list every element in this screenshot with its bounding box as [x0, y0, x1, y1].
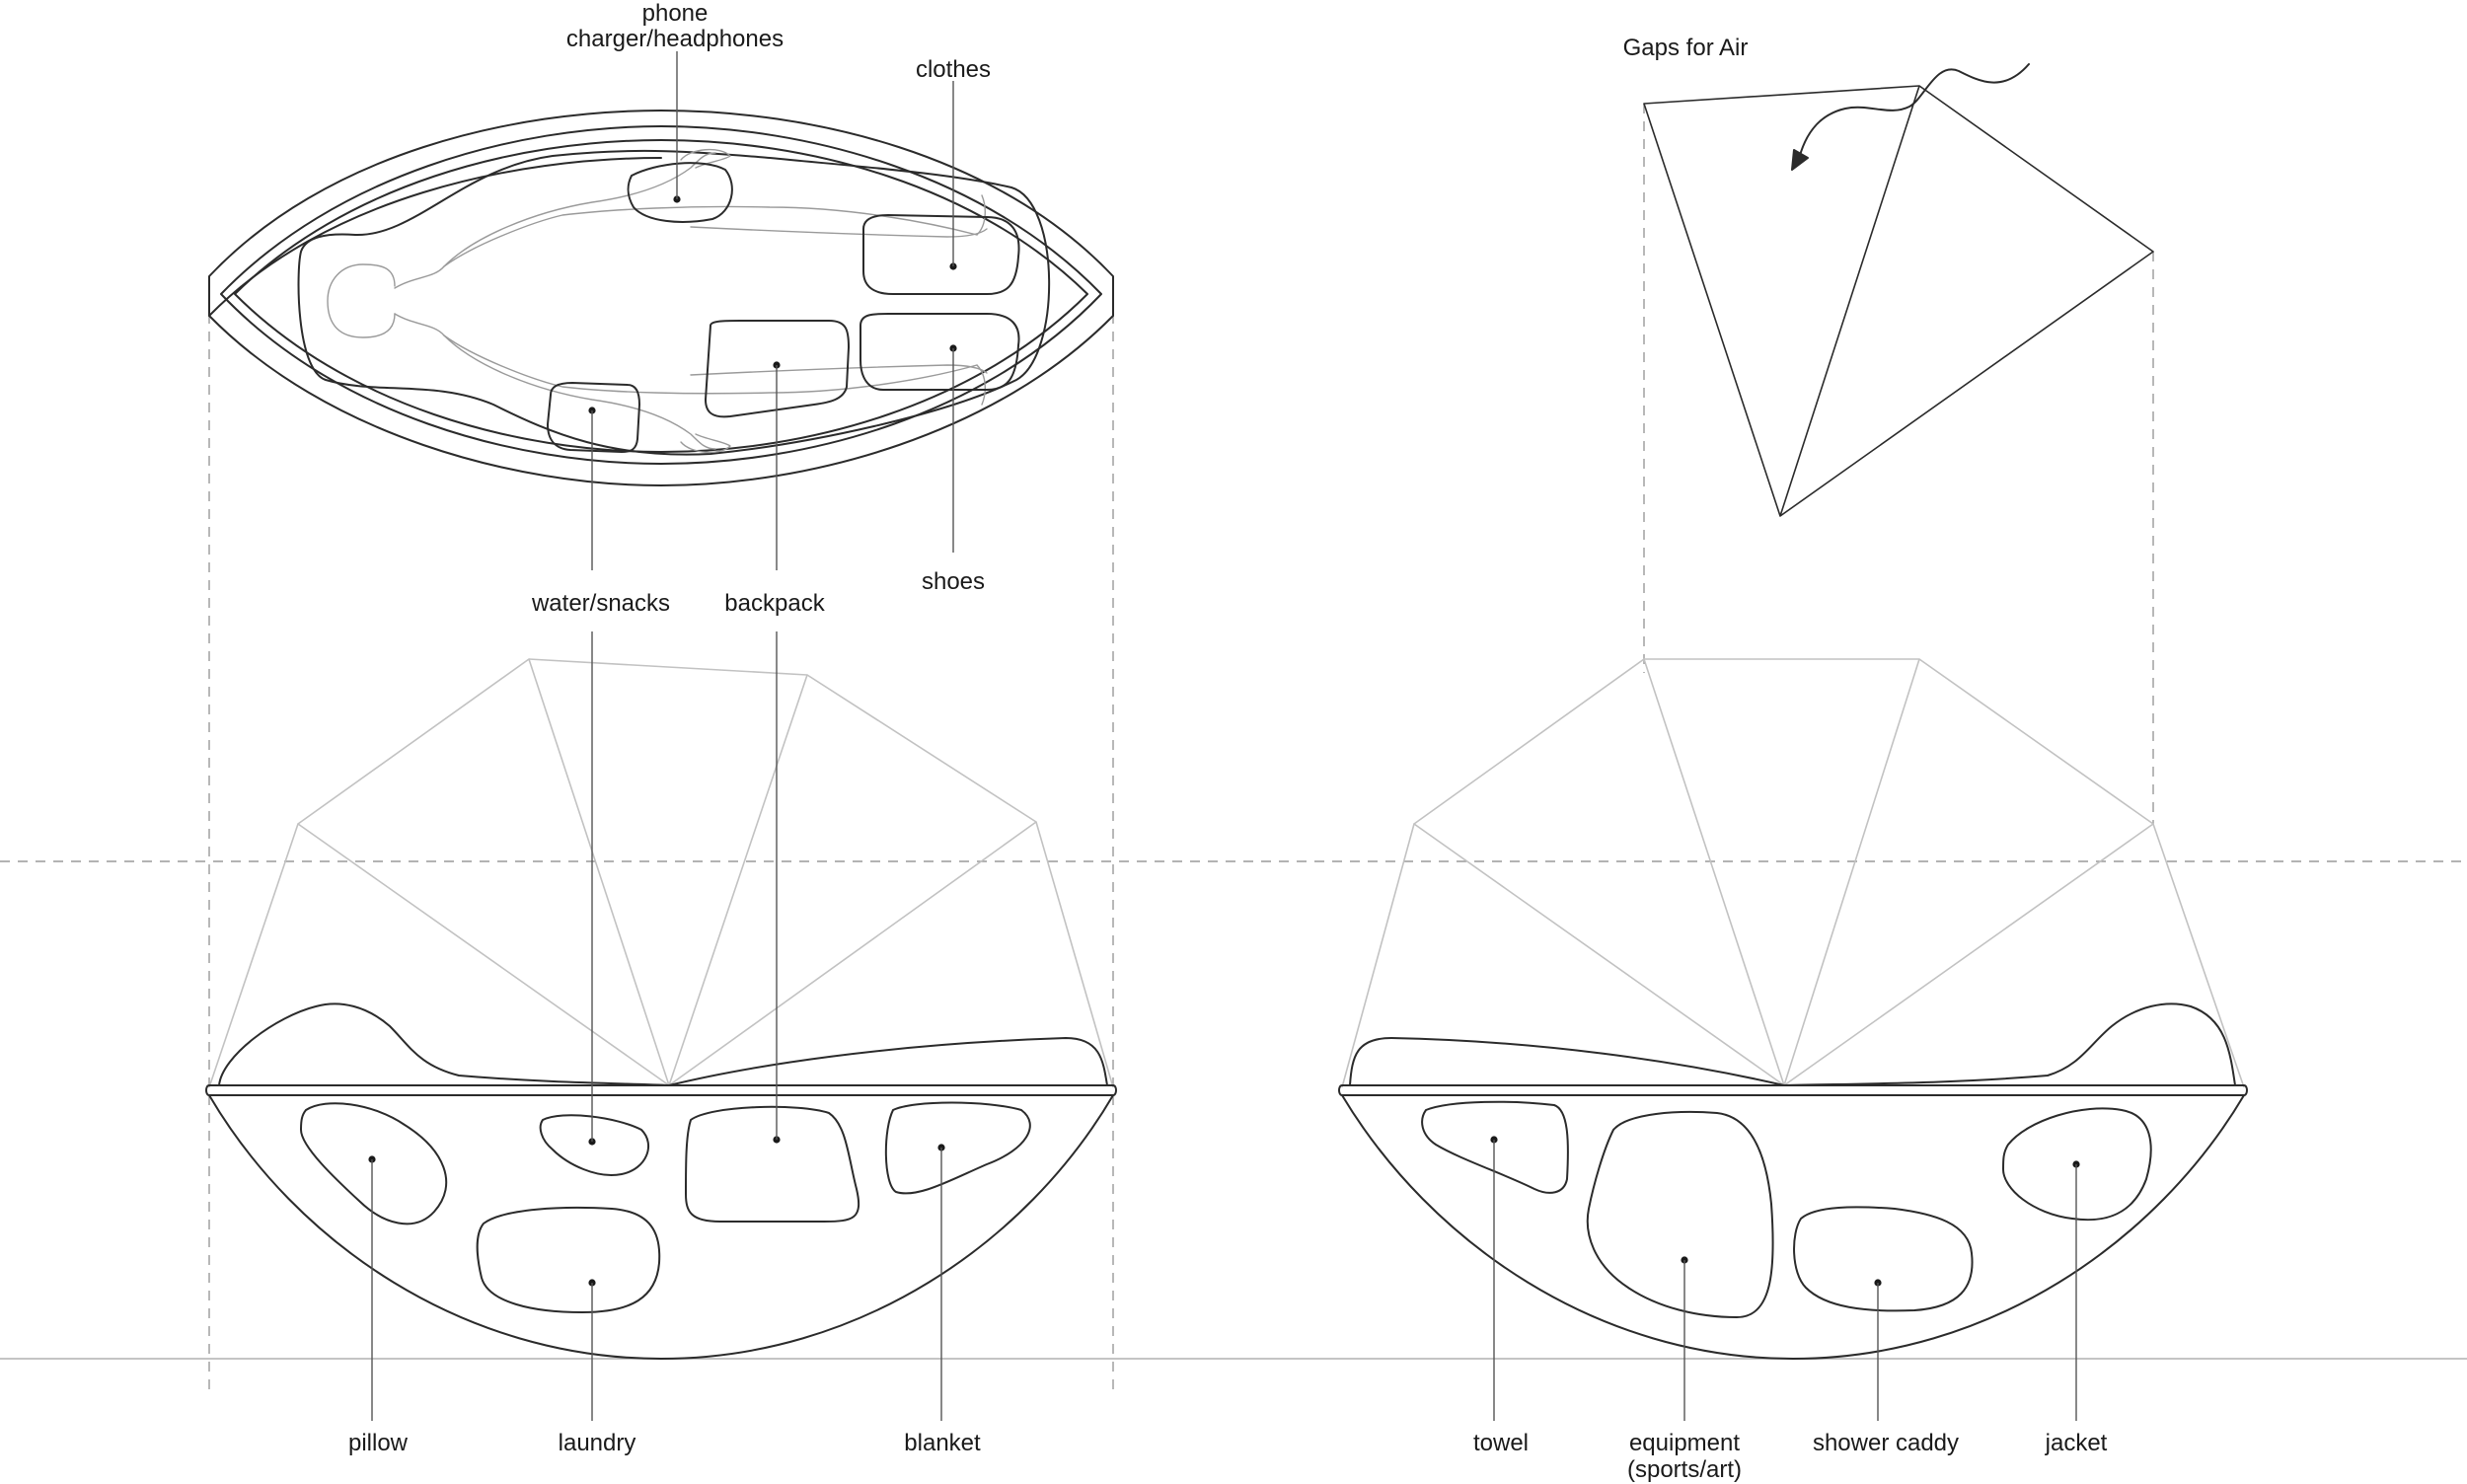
pod-inner-rim [220, 125, 1102, 465]
label-charger-headphones: charger/headphones [566, 26, 784, 52]
label-shoes: shoes [922, 568, 985, 595]
label-gaps-for-air: Gaps for Air [1623, 35, 1749, 61]
backpack-compartment [705, 320, 850, 418]
pod-rim-line [208, 157, 662, 317]
label-jacket: jacket [2045, 1430, 2108, 1456]
equipment-compartment [1586, 1111, 1774, 1318]
lid-panel-fold [1779, 85, 1920, 517]
airflow-arrowhead [1791, 149, 1809, 171]
label-pillow: pillow [348, 1430, 409, 1456]
water-snacks-front-compartment [539, 1114, 650, 1176]
pod-bowl-right [1341, 1094, 2245, 1360]
clothes-compartment [862, 214, 1020, 295]
person-leg-bottom [690, 364, 988, 376]
lid-panel-outline [1643, 85, 2154, 517]
phone-compartment [627, 162, 733, 223]
label-equipment: equipment [1629, 1430, 1740, 1456]
person-head [327, 263, 396, 338]
pod-lid-rim-right [1338, 1084, 2248, 1096]
label-equipment-sub: (sports/art) [1627, 1456, 1742, 1483]
lid-panel-view [1643, 63, 2154, 517]
water-snacks-compartment [547, 382, 640, 453]
airflow-arrow [1797, 63, 2030, 164]
label-shower-caddy: shower caddy [1813, 1430, 1959, 1456]
shoes-compartment [860, 313, 1020, 391]
label-towel: towel [1473, 1430, 1529, 1456]
lid-fan-right [1341, 658, 2245, 1088]
label-laundry: laundry [559, 1430, 636, 1456]
shower-caddy-compartment [1793, 1206, 1974, 1312]
lid-fan-left [208, 658, 1114, 1088]
pod-front-view-right [1338, 658, 2248, 1360]
label-backpack: backpack [724, 590, 825, 617]
person-arm-bottom [443, 334, 716, 450]
label-water-snacks: water/snacks [531, 590, 670, 617]
person-hand-bottom [680, 433, 731, 453]
person-arm-top [443, 152, 716, 267]
label-blanket: blanket [904, 1430, 981, 1456]
label-phone: phone [642, 0, 709, 27]
person-feet [976, 194, 986, 406]
person-leg-top [690, 226, 988, 238]
person-figure [327, 149, 988, 453]
pod-top-view [208, 110, 1114, 486]
pod-bowl-left [208, 1094, 1114, 1360]
mattress-profile-right [1349, 1002, 2236, 1086]
jacket-compartment [2002, 1107, 2152, 1222]
backpack-front-compartment [685, 1105, 860, 1223]
pillow-compartment [300, 1102, 448, 1225]
blanket-compartment [884, 1101, 1031, 1195]
pod-outer-shell [208, 110, 1114, 486]
laundry-compartment [476, 1206, 661, 1313]
towel-compartment [1421, 1100, 1569, 1194]
pod-front-view-left [205, 658, 1117, 1360]
pod-lid-rim-left [205, 1084, 1117, 1096]
pod-inner-rim-2 [234, 139, 1088, 453]
pod-bed-cavity [297, 149, 1051, 456]
mattress-profile-left [218, 1002, 1108, 1086]
label-clothes: clothes [916, 56, 991, 83]
